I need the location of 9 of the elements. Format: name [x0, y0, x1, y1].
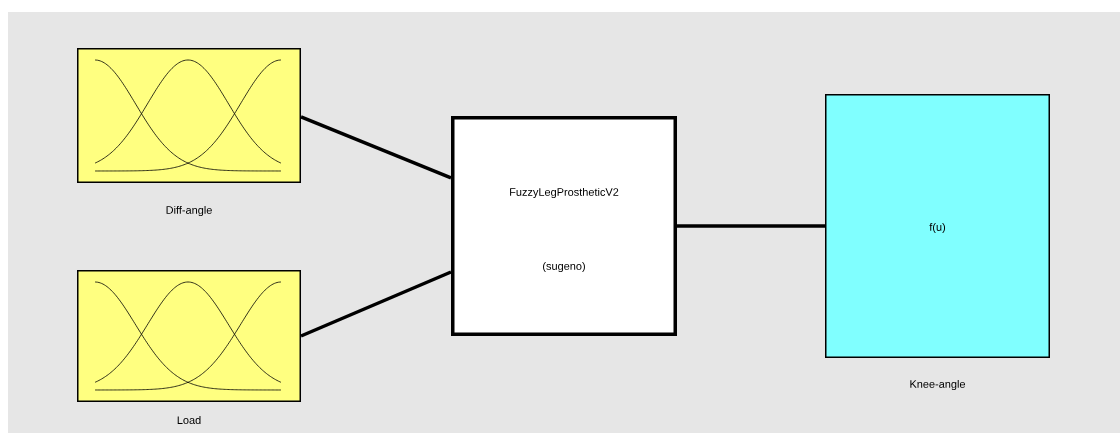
box-text: FuzzyLegProstheticV2	[510, 187, 619, 199]
connector-line	[300, 270, 452, 338]
box-label: Diff-angle	[166, 205, 212, 217]
box-label: Knee-angle	[910, 379, 966, 391]
box-text: f(u)	[929, 222, 946, 234]
box-text: (sugeno)	[543, 261, 585, 273]
connector-line	[677, 224, 825, 228]
connector-line	[300, 115, 452, 180]
box-label: Load	[177, 415, 201, 424]
